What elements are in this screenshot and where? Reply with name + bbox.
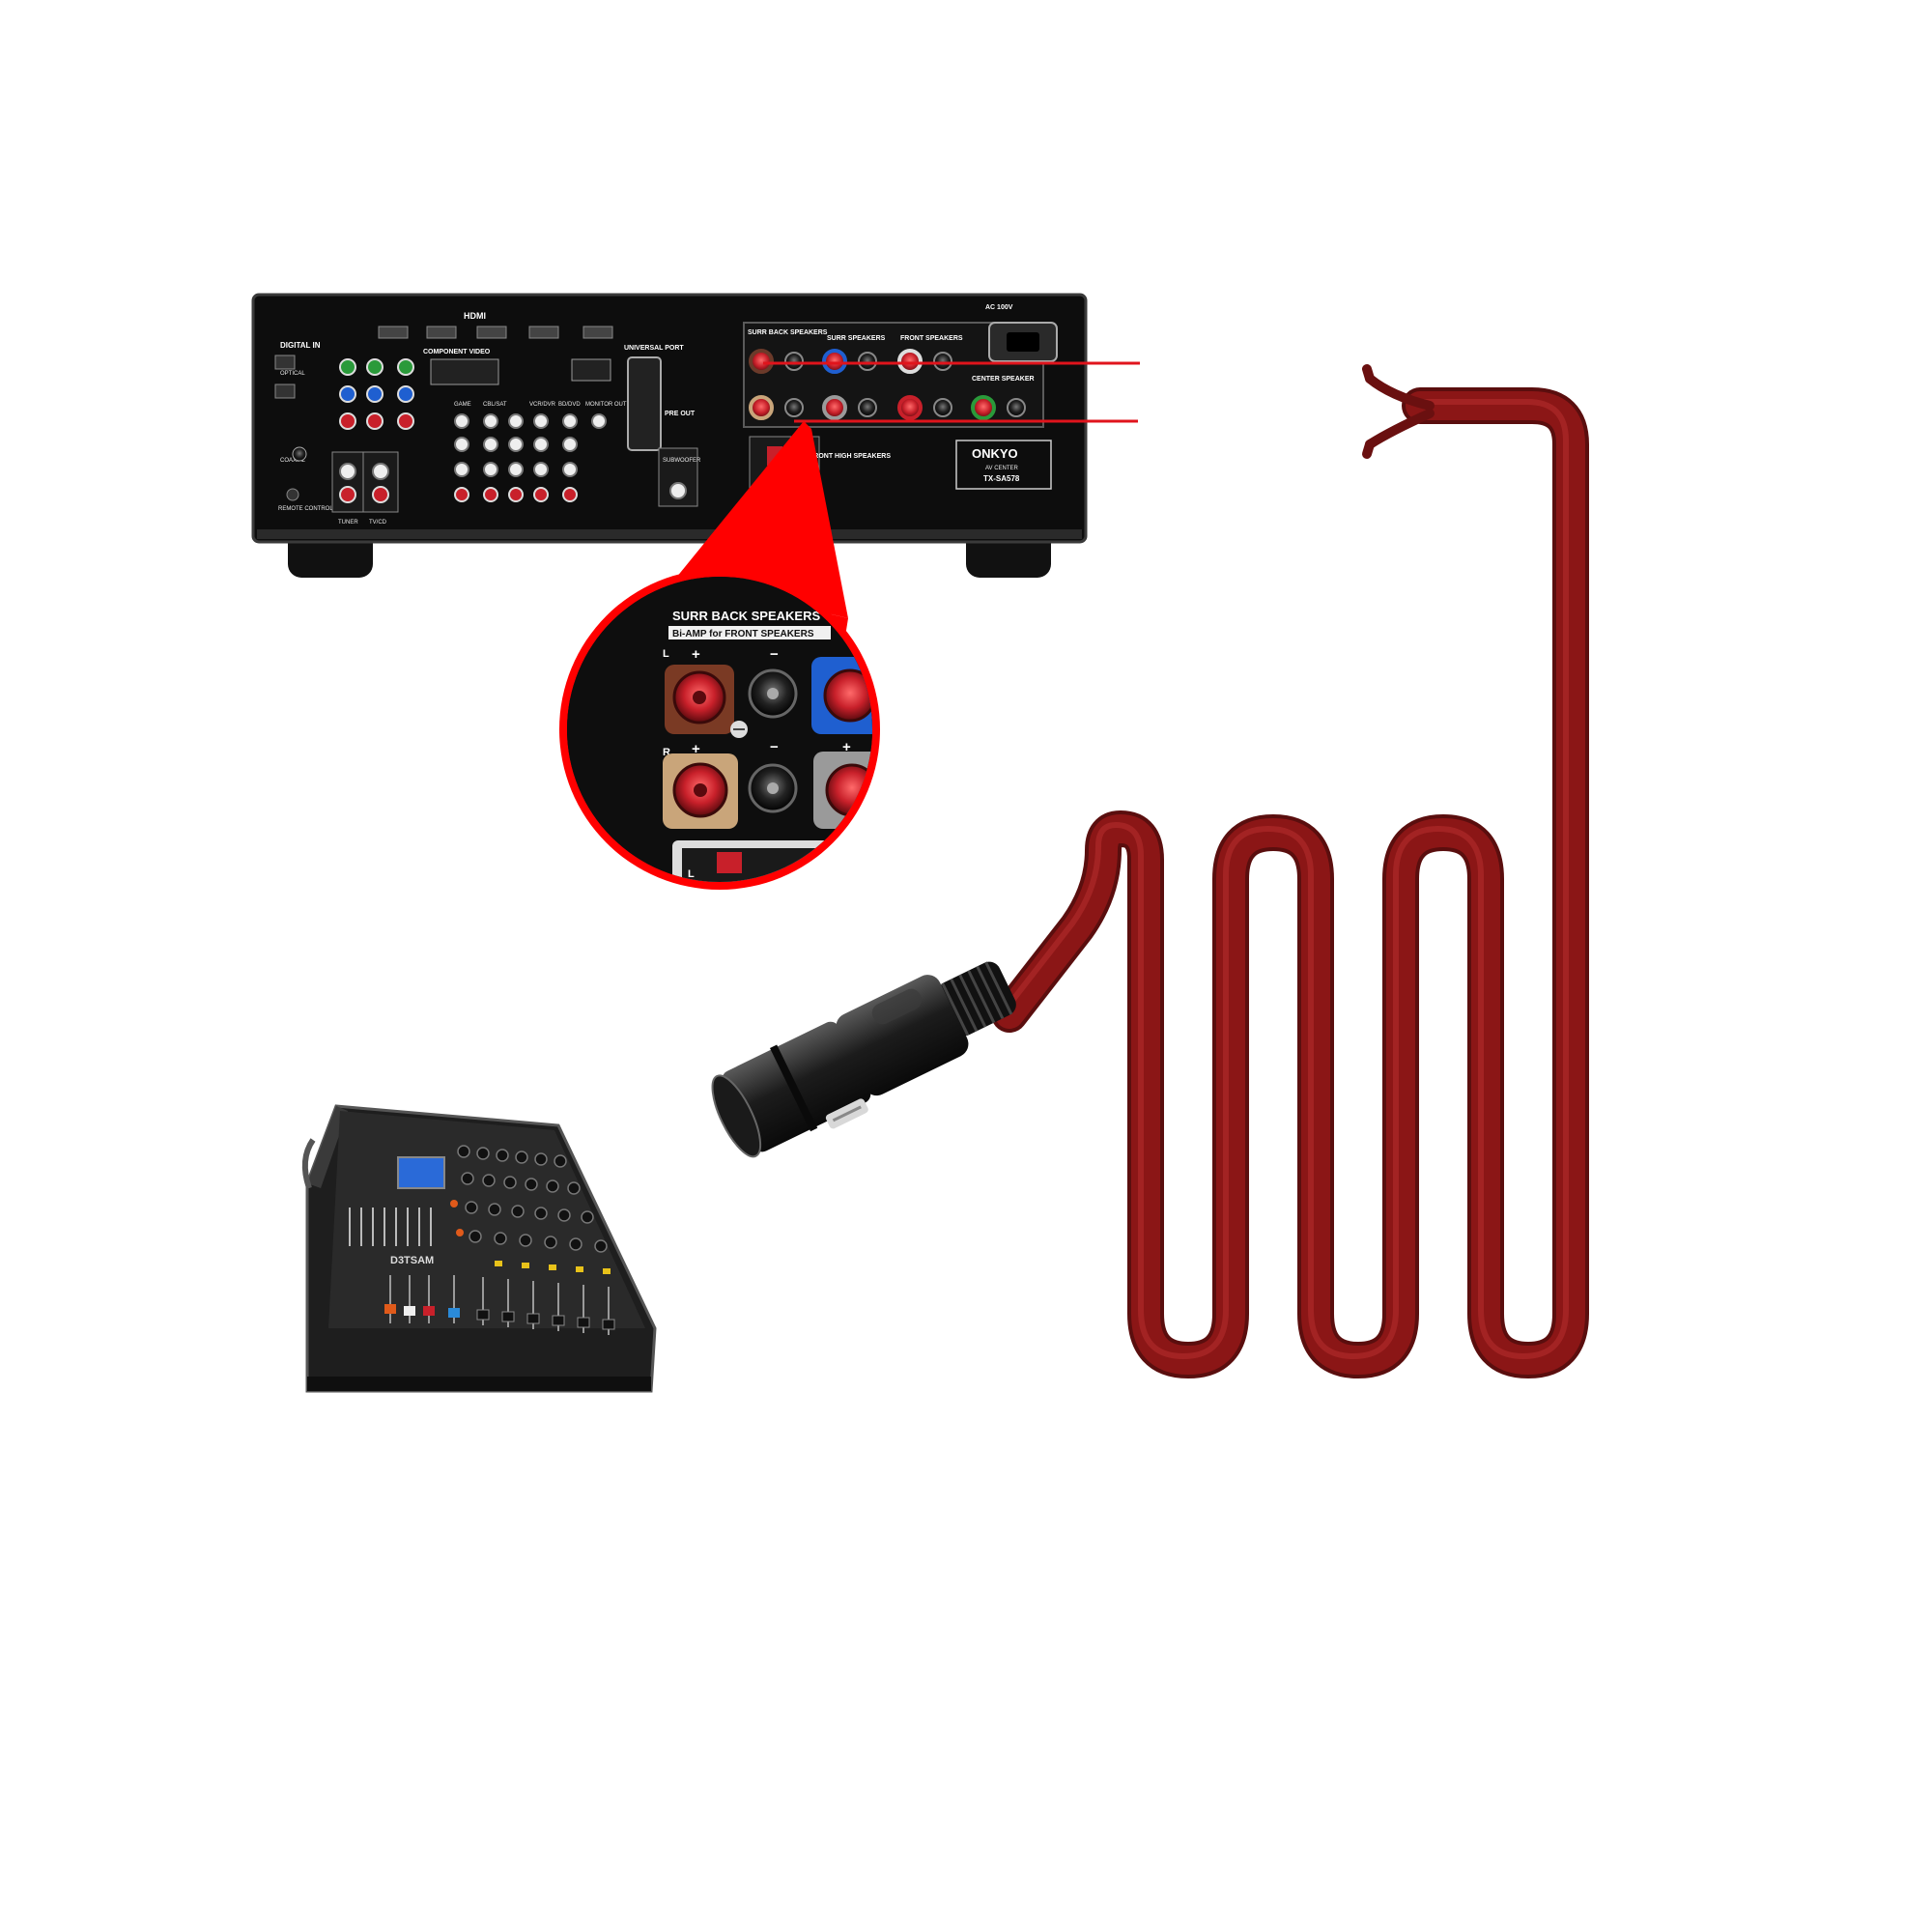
analog-jack-grid: GAME CBL/SAT VCR/DVR BD/DVD MONITOR OUT <box>454 402 627 502</box>
callout-plus-bottom: + <box>692 741 700 757</box>
callout-minus-top: − <box>770 646 779 663</box>
hdmi-label: HDMI <box>464 311 486 321</box>
universal-port-label: UNIVERSAL PORT <box>624 345 684 352</box>
optical-label: OPTICAL <box>280 371 305 377</box>
component-label: COMPONENT VIDEO <box>423 349 491 355</box>
surr-label: SURR SPEAKERS <box>827 335 886 342</box>
bd-dvd-label: BD/DVD <box>558 402 581 408</box>
coaxial-label: COAXIAL <box>280 458 306 464</box>
audio-mixer: D3TSAM <box>301 1104 657 1393</box>
remote-label: REMOTE CONTROL <box>278 506 333 512</box>
component-jacks <box>339 358 414 430</box>
callout-minus-bottom: − <box>770 739 779 755</box>
cbl-sat-label: CBL/SAT <box>483 402 507 408</box>
hdmi-ports <box>378 326 613 339</box>
callout-plus-right: + <box>842 739 851 755</box>
callout-left-label: L <box>663 648 669 660</box>
zoom-callout: SURR BACK SPEAKERS Bi-AMP for FRONT SPEA… <box>559 421 880 890</box>
monitor-out-label: MONITOR OUT <box>585 402 627 408</box>
model-number: TX-SA578 <box>983 474 1020 483</box>
callout-bottom-left-label: L <box>688 868 695 880</box>
front-label: FRONT SPEAKERS <box>900 335 963 342</box>
tuner-label: TUNER <box>338 520 358 526</box>
speaker-cable <box>991 364 1589 1378</box>
digital-in-label: DIGITAL IN <box>280 341 321 350</box>
cable-split-upper <box>1365 374 1435 411</box>
brand-name: ONKYO <box>972 446 1018 461</box>
av-receiver: HDMI DIGITAL IN OPTICAL COAXIAL REMOTE C… <box>251 293 1088 578</box>
callout-title: SURR BACK SPEAKERS <box>672 609 820 623</box>
tv-cd-label: TV/CD <box>369 520 387 526</box>
vcr-dvr-label: VCR/DVR <box>529 402 556 408</box>
front-high-label: FRONT HIGH SPEAKERS <box>810 453 891 460</box>
callout-subtitle: Bi-AMP for FRONT SPEAKERS <box>672 629 814 639</box>
xlr-strain-relief <box>937 961 1016 1037</box>
xlr-face <box>711 1074 762 1158</box>
speaker-terminals <box>749 349 1026 420</box>
brand-plate <box>955 440 1052 490</box>
xlr-female-connector <box>711 961 1016 1158</box>
center-label: CENTER SPEAKER <box>972 376 1035 383</box>
brand-subtitle: AV CENTER <box>985 466 1019 471</box>
callout-beam <box>676 421 848 618</box>
mixer-faders <box>384 1275 615 1335</box>
mixer-brand: D3TSAM <box>390 1255 434 1266</box>
callout-plus-top: + <box>692 646 700 663</box>
pre-out-label: PRE OUT <box>665 411 696 417</box>
callout-right-label: R <box>663 747 670 758</box>
subwoofer-label: SUBWOOFER <box>663 458 701 464</box>
mixer-knobs <box>457 1145 608 1253</box>
surr-back-label: SURR BACK SPEAKERS <box>748 329 828 336</box>
terminal-surr-positive <box>823 668 872 723</box>
mixer-eq <box>349 1208 432 1246</box>
game-label: GAME <box>454 402 471 408</box>
ac-label: AC 100V <box>985 304 1013 311</box>
xlr-grip <box>836 975 969 1096</box>
mixer-display <box>397 1156 445 1189</box>
cable-split-lower <box>1365 409 1435 449</box>
